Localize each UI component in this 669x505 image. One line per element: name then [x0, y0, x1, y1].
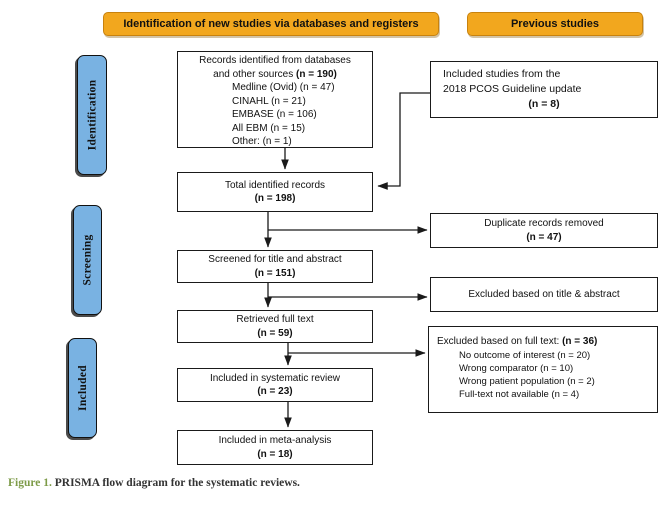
- duplicates-label: Duplicate records removed: [484, 218, 604, 229]
- figure-caption-text: PRISMA flow diagram for the systematic r…: [51, 477, 300, 489]
- records-line2: and other sources: [213, 68, 296, 80]
- stage-included-label: Included: [76, 365, 89, 411]
- meta-n: (n = 18): [257, 448, 293, 460]
- box-screened: Screened for title and abstract (n = 151…: [177, 250, 373, 283]
- excluded-reason-outcome: No outcome of interest (n = 20): [459, 349, 591, 361]
- records-n: (n = 190): [295, 68, 337, 80]
- records-source-other: Other: (n = 1): [232, 136, 292, 147]
- excluded-reason-comparator: Wrong comparator (n = 10): [459, 362, 574, 374]
- box-excluded-title-abstract: Excluded based on title & abstract: [430, 277, 658, 312]
- excluded-reason-population: Wrong patient population (n = 2): [459, 375, 595, 387]
- guideline-line1: Included studies from the: [443, 68, 561, 80]
- total-label: Total identified records: [224, 179, 326, 191]
- duplicates-n: (n = 47): [526, 231, 562, 243]
- box-records-identified: Records identified from databases and ot…: [177, 51, 373, 148]
- stage-identification: Identification: [77, 55, 107, 175]
- guideline-line2: 2018 PCOS Guideline update: [443, 83, 582, 95]
- box-retrieved: Retrieved full text (n = 59): [177, 310, 373, 343]
- guideline-n: (n = 8): [528, 98, 560, 110]
- meta-label: Included in meta-analysis: [218, 435, 332, 446]
- screened-label: Screened for title and abstract: [208, 254, 342, 265]
- box-systematic-review: Included in systematic review (n = 23): [177, 368, 373, 402]
- box-excluded-full-text: Excluded based on full text: (n = 36) No…: [428, 326, 658, 413]
- figure-caption: Figure 1. PRISMA flow diagram for the sy…: [8, 477, 300, 489]
- records-source-ebm: All EBM (n = 15): [232, 122, 306, 134]
- records-source-embase: EMBASE (n = 106): [232, 109, 317, 120]
- box-total-records: Total identified records (n = 198): [177, 172, 373, 212]
- stage-screening: Screening: [73, 205, 102, 315]
- stage-screening-label: Screening: [81, 234, 94, 286]
- excluded-reason-fulltext: Full-text not available (n = 4): [459, 388, 580, 400]
- stage-included: Included: [68, 338, 97, 438]
- total-n: (n = 198): [254, 193, 296, 204]
- arrow-guideline-to-total: [377, 92, 430, 190]
- screened-n: (n = 151): [254, 267, 296, 279]
- records-line1: Records identified from databases: [199, 55, 351, 66]
- figure-caption-label: Figure 1.: [8, 477, 52, 489]
- systematic-label: Included in systematic review: [209, 372, 341, 384]
- records-source-medline: Medline (Ovid) (n = 47): [232, 82, 335, 93]
- box-guideline-studies: Included studies from the 2018 PCOS Guid…: [430, 61, 658, 118]
- retrieved-n: (n = 59): [257, 327, 293, 339]
- records-source-cinahl: CINAHL (n = 21): [232, 95, 306, 107]
- box-duplicates-removed: Duplicate records removed (n = 47): [430, 213, 658, 248]
- header-new-studies-label: Identification of new studies via databa…: [123, 18, 419, 30]
- stage-identification-label: Identification: [86, 79, 98, 151]
- excluded-title-label: Excluded based on title & abstract: [468, 288, 620, 300]
- excluded-full-label: Excluded based on full text:: [437, 336, 563, 347]
- header-new-studies: Identification of new studies via databa…: [103, 12, 439, 36]
- retrieved-label: Retrieved full text: [236, 314, 314, 325]
- systematic-n: (n = 23): [257, 386, 293, 397]
- header-previous-studies: Previous studies: [467, 12, 643, 36]
- header-previous-studies-label: Previous studies: [510, 18, 600, 30]
- box-meta-analysis: Included in meta-analysis (n = 18): [177, 430, 373, 465]
- excluded-full-n: (n = 36): [562, 336, 598, 347]
